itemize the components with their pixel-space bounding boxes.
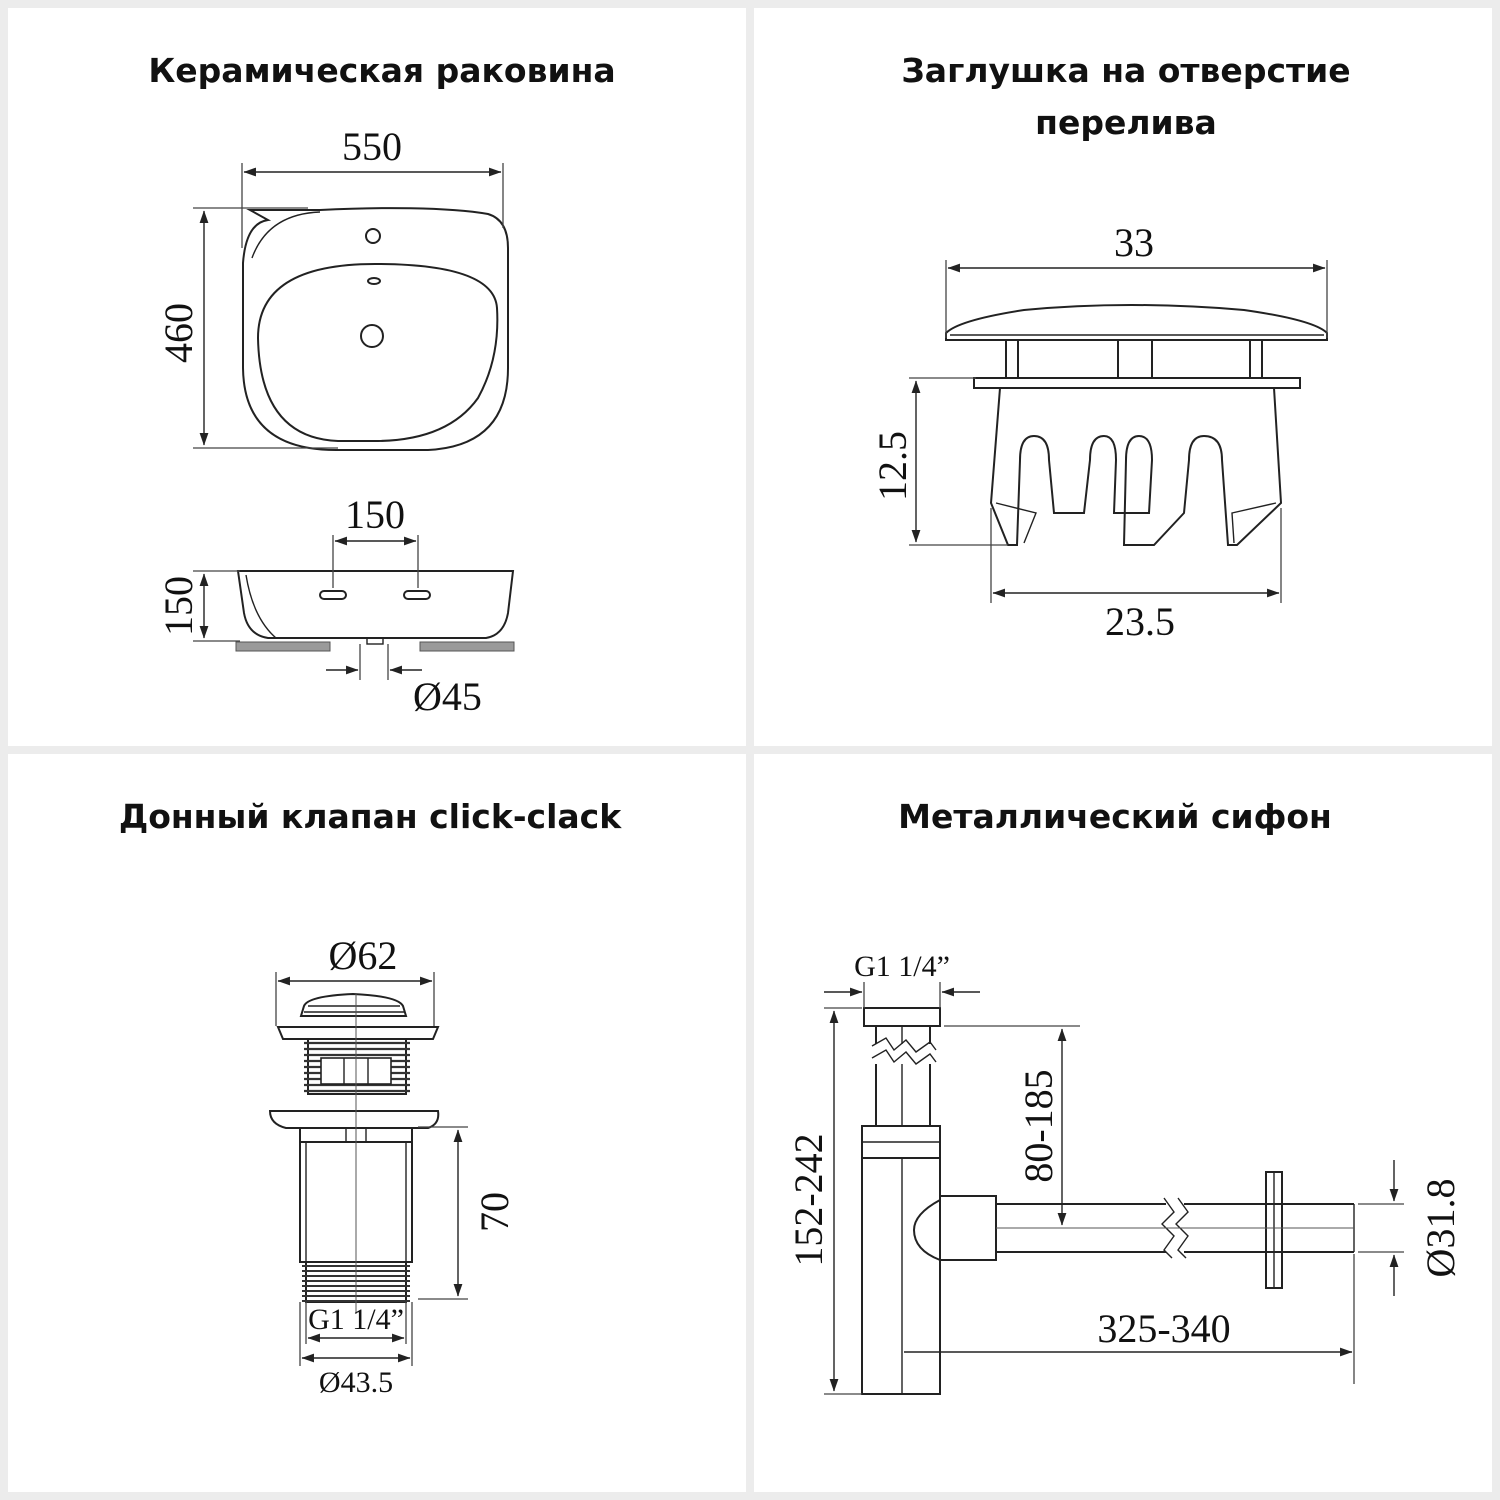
outlet-diameter-label: Ø31.8	[1418, 1179, 1463, 1278]
siphon-drawing: Металлический сифон	[786, 797, 1463, 1395]
vertical-adjust-label: 80-185	[1016, 1069, 1061, 1182]
overflow-cap-drawing: Заглушка на отверстие перелива 33 12.5	[870, 51, 1351, 644]
panel-ceramic-basin: Керамическая раковина 550 460	[8, 8, 746, 746]
overflow-cap-shape	[945, 304, 1328, 546]
valve-thread-label: G1 1/4”	[308, 1303, 404, 1336]
thread-diameter-label: Ø43.5	[319, 1366, 393, 1399]
siphon-title: Металлический сифон	[898, 797, 1332, 836]
panel-drain-valve: Донный клапан click-clack	[8, 754, 746, 1492]
basin-depth-label: 460	[156, 303, 201, 363]
total-height-label: 152-242	[786, 1133, 831, 1266]
cap-top-width-label: 33	[1114, 220, 1154, 265]
basin-top-view	[242, 207, 509, 451]
tap-hole	[365, 228, 381, 244]
overflow-cap-title-line2: перелива	[1035, 103, 1217, 142]
drain-diameter-label: Ø45	[413, 674, 482, 719]
basin-side-view	[235, 570, 515, 652]
panel-metal-siphon: Металлический сифон	[754, 754, 1492, 1492]
cap-bottom-width-label: 23.5	[1105, 599, 1175, 644]
hole-spacing-label: 150	[345, 492, 405, 537]
siphon-inlet-thread-label: G1 1/4”	[854, 950, 950, 983]
drain-valve-title: Донный клапан click-clack	[119, 797, 622, 836]
drain-valve-drawing: Донный клапан click-clack	[119, 797, 622, 1399]
countertop-right	[419, 641, 515, 652]
overflow-hole	[367, 277, 381, 285]
outlet-length-label: 325-340	[1097, 1306, 1230, 1351]
panel-overflow-cap: Заглушка на отверстие перелива 33 12.5	[754, 8, 1492, 746]
drain-hole	[360, 324, 384, 348]
drain-valve-shape	[268, 992, 440, 1330]
countertop-left	[235, 641, 331, 652]
basin-height-label: 150	[156, 576, 201, 636]
siphon-shape	[861, 1007, 1355, 1395]
basin-width-label: 550	[342, 124, 402, 169]
cap-diameter-label: Ø62	[329, 933, 398, 978]
basin-title: Керамическая раковина	[148, 51, 615, 90]
basin-drawing: Керамическая раковина 550 460	[148, 51, 615, 719]
overflow-cap-title-line1: Заглушка на отверстие	[901, 51, 1350, 90]
cap-height-label: 12.5	[870, 431, 915, 501]
valve-height-label: 70	[472, 1192, 517, 1232]
